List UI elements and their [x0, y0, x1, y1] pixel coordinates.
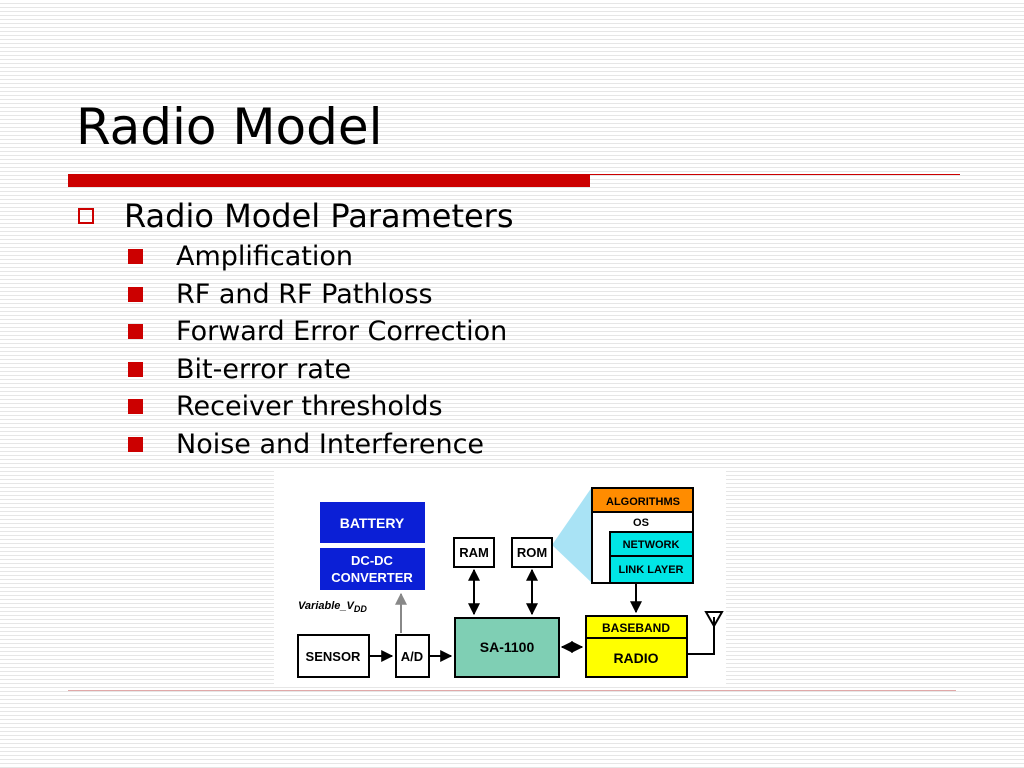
variable-vdd-label: Variable_VDD [298, 600, 367, 614]
radio-label: RADIO [613, 650, 658, 666]
antenna-icon [704, 611, 724, 629]
cpu-box [454, 617, 560, 678]
antenna-feed [687, 617, 715, 655]
sensor-box [297, 634, 370, 678]
sub-bullet-rf-pathloss: RF and RF Pathloss [128, 279, 433, 310]
sub-bullet-text: Amplification [176, 241, 354, 272]
filled-square-bullet-icon [128, 249, 143, 264]
radio-box [585, 615, 688, 678]
slide-title: Radio Model [76, 98, 383, 156]
zoom-wedge [552, 487, 592, 583]
sensor-node-block-diagram: BATTERY DC-DC CONVERTER Variable_VDD RAM… [274, 470, 726, 685]
ad-converter-box [395, 634, 430, 678]
dcdc-label-line2: CONVERTER [331, 570, 413, 585]
bullet-text: Radio Model Parameters [124, 197, 514, 235]
dcdc-converter-box [320, 548, 425, 590]
sub-bullet-text: RF and RF Pathloss [176, 279, 433, 310]
sub-bullet-text: Noise and Interference [176, 429, 485, 460]
sub-bullet-text: Receiver thresholds [176, 391, 443, 422]
sub-bullet-receiver-thresholds: Receiver thresholds [128, 391, 443, 422]
footer-rule [68, 690, 956, 691]
link-layer-label: LINK LAYER [619, 564, 684, 576]
battery-label: BATTERY [340, 515, 405, 531]
network-label: NETWORK [623, 539, 680, 551]
filled-square-bullet-icon [128, 362, 143, 377]
ram-label: RAM [459, 545, 489, 560]
rom-box [511, 537, 553, 568]
sub-bullet-text: Forward Error Correction [176, 316, 508, 347]
sub-bullet-bit-error-rate: Bit-error rate [128, 354, 351, 385]
link-layer-box [609, 555, 694, 584]
title-rule-thick [68, 174, 590, 187]
filled-square-bullet-icon [128, 287, 143, 302]
os-label: OS [633, 517, 649, 529]
battery-box [320, 502, 425, 543]
algorithms-label: ALGORITHMS [606, 496, 680, 508]
algorithms-box [591, 487, 694, 513]
ram-box [453, 537, 495, 568]
sensor-label: SENSOR [306, 649, 362, 664]
cpu-label: SA-1100 [480, 639, 535, 655]
filled-square-bullet-icon [128, 399, 143, 414]
title-rule-thin [590, 174, 960, 175]
sub-bullet-fec: Forward Error Correction [128, 316, 507, 347]
hollow-square-bullet-icon [78, 208, 94, 224]
baseband-label: BASEBAND [602, 621, 670, 635]
sub-bullet-text: Bit-error rate [176, 354, 352, 385]
sub-bullet-amplification: Amplification [128, 241, 353, 272]
filled-square-bullet-icon [128, 437, 143, 452]
sub-bullet-noise-interference: Noise and Interference [128, 429, 484, 460]
bullet-radio-model-parameters: Radio Model Parameters [78, 197, 514, 235]
rom-label: ROM [517, 545, 547, 560]
ad-label: A/D [401, 649, 423, 664]
filled-square-bullet-icon [128, 324, 143, 339]
dcdc-label-line1: DC-DC [351, 553, 393, 568]
